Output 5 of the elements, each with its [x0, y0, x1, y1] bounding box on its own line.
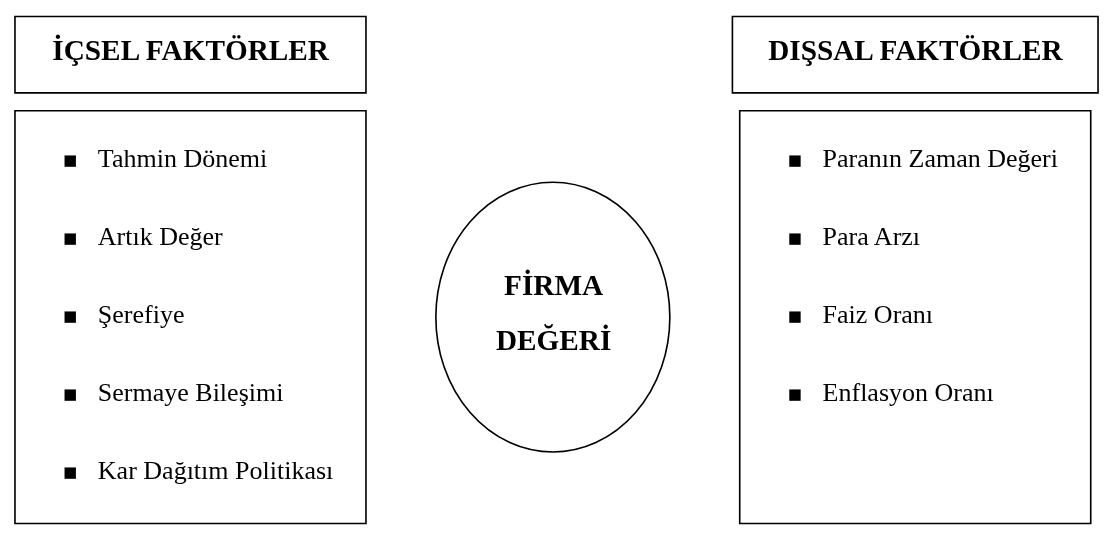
node-box: Tahmin Dönemi Artık Değer Şerefiye Sermaye Bileşimi Kar Dağıtım Politikası — [14, 109, 367, 525]
node-ellipse: FİRMA DEĞERİ — [435, 181, 671, 453]
node-box: İÇSEL FAKTÖRLER — [14, 15, 367, 94]
node-box: DIŞSAL FAKTÖRLER — [731, 15, 1099, 94]
node-box: Paranın Zaman Değeri Para Arzı Faiz Oranı Enflasyon Oranı — [738, 109, 1092, 525]
